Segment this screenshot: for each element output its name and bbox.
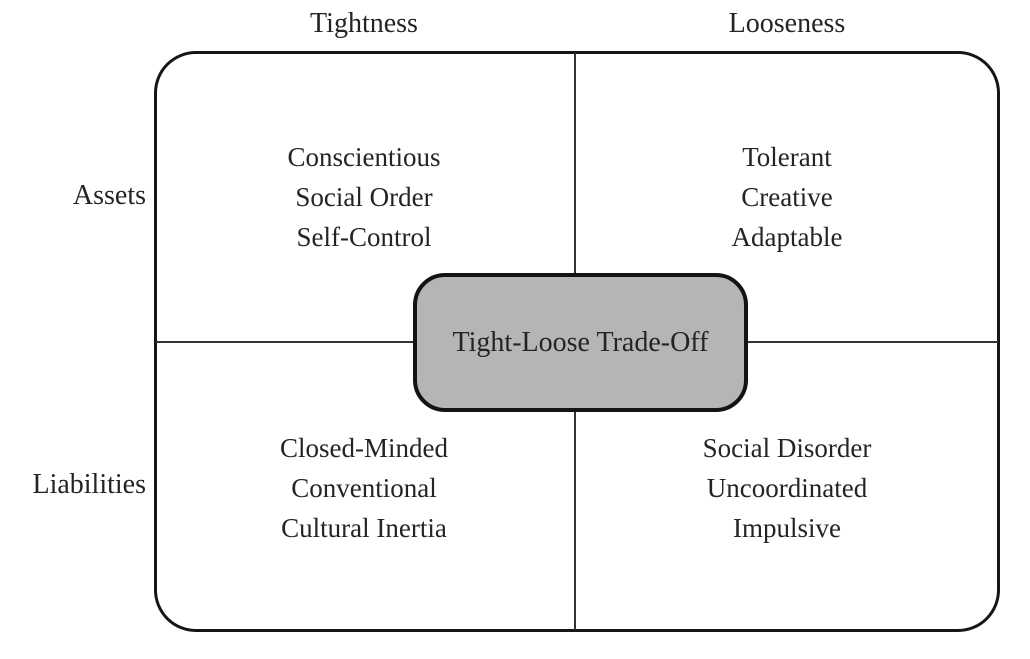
quadrant-trait: Creative [741, 182, 833, 212]
quadrant-trait: Social Order [295, 182, 433, 212]
quadrant-tightness-liabilities: Closed-Minded Conventional Cultural Iner… [194, 428, 534, 548]
center-box: Tight-Loose Trade-Off [413, 273, 748, 412]
quadrant-trait: Adaptable [731, 222, 843, 252]
matrix-frame [154, 51, 1000, 632]
column-header-tightness: Tightness [310, 8, 418, 39]
quadrant-looseness-liabilities: Social Disorder Uncoordinated Impulsive [617, 428, 957, 548]
row-header-liabilities: Liabilities [32, 469, 146, 500]
quadrant-trait: Cultural Inertia [281, 513, 447, 543]
quadrant-trait: Uncoordinated [706, 473, 868, 503]
column-header-looseness: Looseness [728, 8, 846, 39]
quadrant-trait: Impulsive [733, 513, 841, 543]
quadrant-looseness-assets: Tolerant Creative Adaptable [617, 137, 957, 257]
quadrant-tightness-assets: Conscientious Social Order Self-Control [194, 137, 534, 257]
quadrant-trait: Tolerant [742, 142, 832, 172]
row-header-assets: Assets [72, 180, 146, 211]
quadrant-trait: Self-Control [296, 222, 432, 252]
quadrant-trait: Social Disorder [702, 433, 872, 463]
quadrant-trait: Conscientious [287, 142, 441, 172]
quadrant-trait: Conventional [291, 473, 437, 503]
quadrant-trait: Closed-Minded [280, 433, 448, 463]
center-box-label: Tight-Loose Trade-Off [452, 326, 709, 358]
